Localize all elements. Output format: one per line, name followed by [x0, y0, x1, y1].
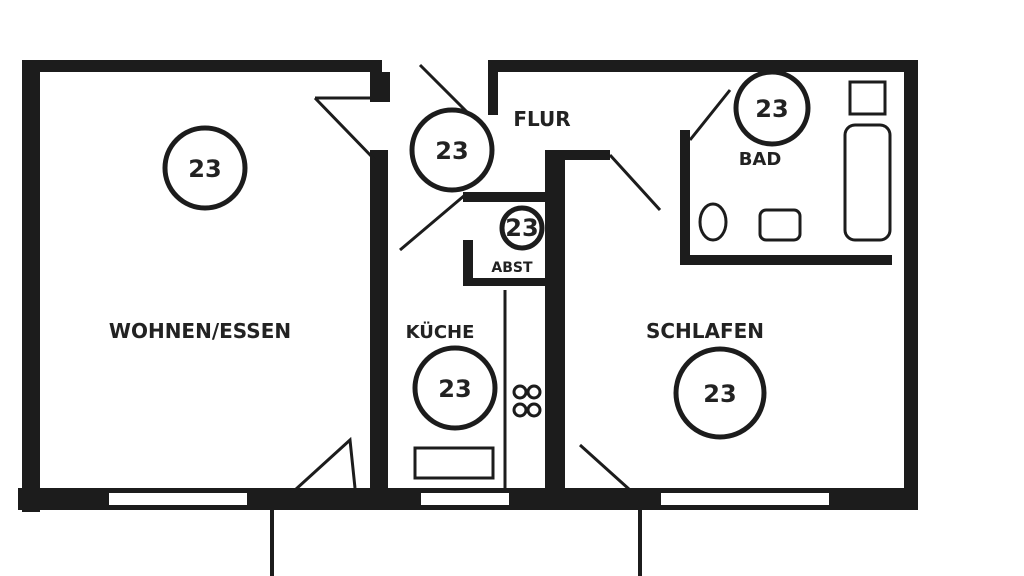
room-number-circle — [499, 205, 545, 251]
room-label: WOHNEN/ESSEN — [109, 319, 291, 343]
room-number-circle — [412, 345, 498, 431]
room-bad: 23 BAD — [733, 69, 811, 170]
doors — [293, 63, 732, 492]
supports — [270, 510, 642, 576]
room-number: 23 — [188, 155, 221, 183]
room-number-circle — [733, 69, 811, 147]
room-flur: 23 FLUR — [409, 107, 571, 193]
room-label: SCHLAFEN — [646, 319, 764, 343]
room-label: BAD — [739, 149, 782, 170]
room-number: 23 — [435, 137, 468, 165]
room-kueche: 23 KÜCHE — [406, 321, 498, 431]
room-label: ABST — [491, 260, 533, 276]
room-number-circle — [673, 346, 767, 440]
fixtures — [413, 80, 892, 488]
room-label: FLUR — [513, 107, 570, 131]
room-number: 23 — [505, 214, 538, 242]
room-wohnen: 23 WOHNEN/ESSEN — [109, 125, 291, 343]
room-number: 23 — [755, 95, 788, 123]
room-number-circle — [409, 107, 495, 193]
windows — [107, 491, 831, 507]
room-number-circle — [162, 125, 248, 211]
room-abst: 23 ABST — [491, 205, 545, 276]
room-label: KÜCHE — [406, 321, 475, 343]
room-number: 23 — [438, 375, 471, 403]
room-schlafen: 23 SCHLAFEN — [646, 319, 767, 440]
room-number: 23 — [703, 380, 736, 408]
